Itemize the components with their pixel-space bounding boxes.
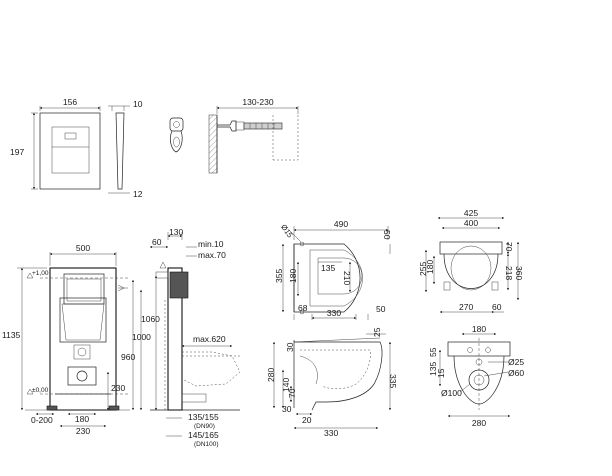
back-d60-label: Ø60 [508,368,524,378]
installation-frame-front-view: 500 1135 +1,00 ±0,00 0-200 180 230 [2,243,130,436]
seat-60-label: 60 [492,302,502,312]
side-25-label: 25 [372,327,382,337]
pipe-range-label: 130-230 [242,97,273,107]
flush-plate-side-view: 10 12 [108,99,143,199]
bowl-side-view: 25 30 280 140 70 335 30 20 330 [266,327,398,438]
back-280-label: 280 [472,418,486,428]
bowl-length-label: 490 [334,219,348,229]
seat-360-label: 360 [514,266,524,280]
frame-max-label: max.70 [198,250,226,260]
bowl-135-label: 135 [321,263,335,273]
frame-top-offset-label: 130 [169,227,183,237]
seat-218-label: 218 [504,266,514,280]
back-55-label: 55 [428,347,438,357]
frame-180-label: 180 [75,414,89,424]
side-330-label: 330 [324,428,338,438]
plate-depth-bottom-label: 12 [133,189,143,199]
seat-425-label: 425 [464,208,478,218]
seat-255-label: 255 [418,262,428,276]
level-plus-label: +1,00 [32,270,49,277]
frame-1000-label: 1000 [132,332,151,342]
bowl-180-label: 180 [288,269,298,283]
pipe-135-155-label: 135/155 [188,412,219,422]
frame-1060-label: 1060 [141,314,160,324]
side-335-label: 335 [388,374,398,388]
plate-logo-icon [64,132,77,140]
bowl-d15-label: Ø15 [279,223,295,240]
pipe-145-165-label: 145/165 [188,430,219,440]
seat-180-label: 180 [425,260,435,274]
side-140-label: 140 [281,378,291,392]
side-30b-label: 30 [282,404,292,414]
flush-plate-front-view: 156 197 [10,97,101,190]
frame-max620-label: max.620 [193,334,226,344]
bowl-68-label: 68 [298,303,308,313]
frame-960-label: 960 [121,352,135,362]
back-d25-label: Ø25 [508,357,524,367]
bowl-back-view: 180 55 135 15 Ø25 Ø60 Ø100 280 [428,324,524,428]
back-15-label: 15 [436,368,446,378]
bowl-50b-label: 50 [376,304,386,314]
frame-height-label: 1135 [2,330,21,340]
frame-230-label: 230 [76,426,90,436]
side-70-label: 70 [287,388,297,398]
frame-h230-label: 230 [111,383,125,393]
back-180-label: 180 [472,324,486,334]
frame-width-label: 500 [76,243,90,253]
bowl-top-view: 490 Ø15 50 355 180 135 210 68 330 50 [274,219,392,320]
plate-depth-top-label: 10 [133,99,143,109]
side-280-label: 280 [266,368,276,382]
frame-min-label: min.10 [198,239,224,249]
level-zero-label: ±0,00 [32,387,49,394]
seat-70-label: 70 [504,242,514,252]
bowl-330-label: 330 [327,308,341,318]
frame-depth-60-label: 60 [152,237,162,247]
bowl-50-label: 50 [382,230,392,240]
wall-pipe-detail: 130-230 [208,97,299,174]
installation-frame-side-view: 130 60 min.10 max.70 1060 1000 960 230 m… [106,227,241,448]
floor-range-label: 0-200 [31,415,53,425]
pipe-dn90-label: (DN90) [194,423,215,430]
plate-width-label: 156 [63,97,77,107]
pipe-dn100-label: (DN100) [194,441,219,448]
back-135-label: 135 [428,362,438,376]
back-d100-label: Ø100 [441,388,462,398]
bowl-355-label: 355 [274,269,284,283]
side-20-label: 20 [302,415,312,425]
side-30-label: 30 [285,342,295,352]
seat-top-view: 425 400 255 180 70 218 360 270 60 [418,208,524,314]
seat-270-label: 270 [459,302,473,312]
flush-valve-detail [169,117,184,153]
seat-400-label: 400 [464,218,478,228]
plate-height-label: 197 [10,147,24,157]
bowl-210-label: 210 [342,271,352,285]
